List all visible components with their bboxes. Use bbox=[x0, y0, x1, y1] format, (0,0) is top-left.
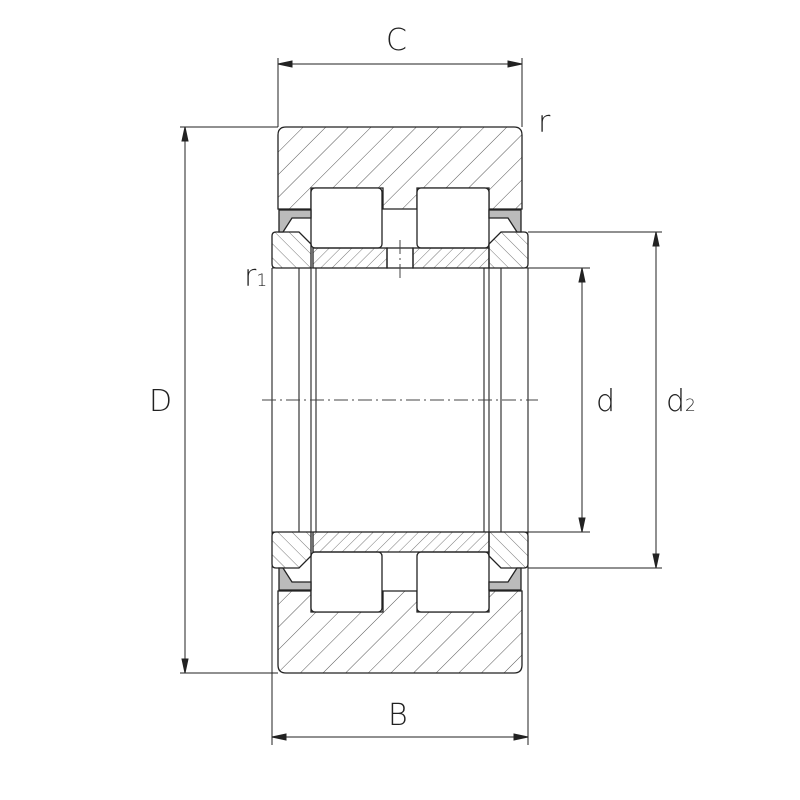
label-d2-sub: 2 bbox=[685, 396, 696, 416]
side-ring bbox=[271, 231, 312, 269]
inner-ring-bottom bbox=[312, 531, 490, 553]
seal bbox=[488, 209, 522, 233]
label-C: C bbox=[386, 23, 407, 58]
side-ring bbox=[488, 231, 529, 269]
inner-ring-top-left bbox=[312, 247, 388, 269]
label-r1-main: r bbox=[244, 259, 257, 294]
roller bbox=[310, 187, 383, 249]
seal bbox=[278, 209, 312, 233]
label-d2: d2 bbox=[666, 387, 696, 417]
label-d: d bbox=[596, 384, 616, 419]
label-B: B bbox=[388, 698, 408, 733]
side-ring bbox=[271, 531, 312, 569]
label-r1-sub: 1 bbox=[256, 271, 268, 291]
label-D: D bbox=[149, 384, 173, 419]
label-r: r bbox=[538, 105, 551, 140]
label-r1: r1 bbox=[244, 262, 267, 292]
label-d2-main: d bbox=[666, 384, 686, 419]
roller bbox=[310, 551, 383, 613]
roller bbox=[416, 187, 490, 249]
inner-ring-top-right bbox=[412, 247, 490, 269]
seal bbox=[488, 567, 522, 591]
roller bbox=[416, 551, 490, 613]
seal bbox=[278, 567, 312, 591]
side-ring bbox=[488, 531, 529, 569]
